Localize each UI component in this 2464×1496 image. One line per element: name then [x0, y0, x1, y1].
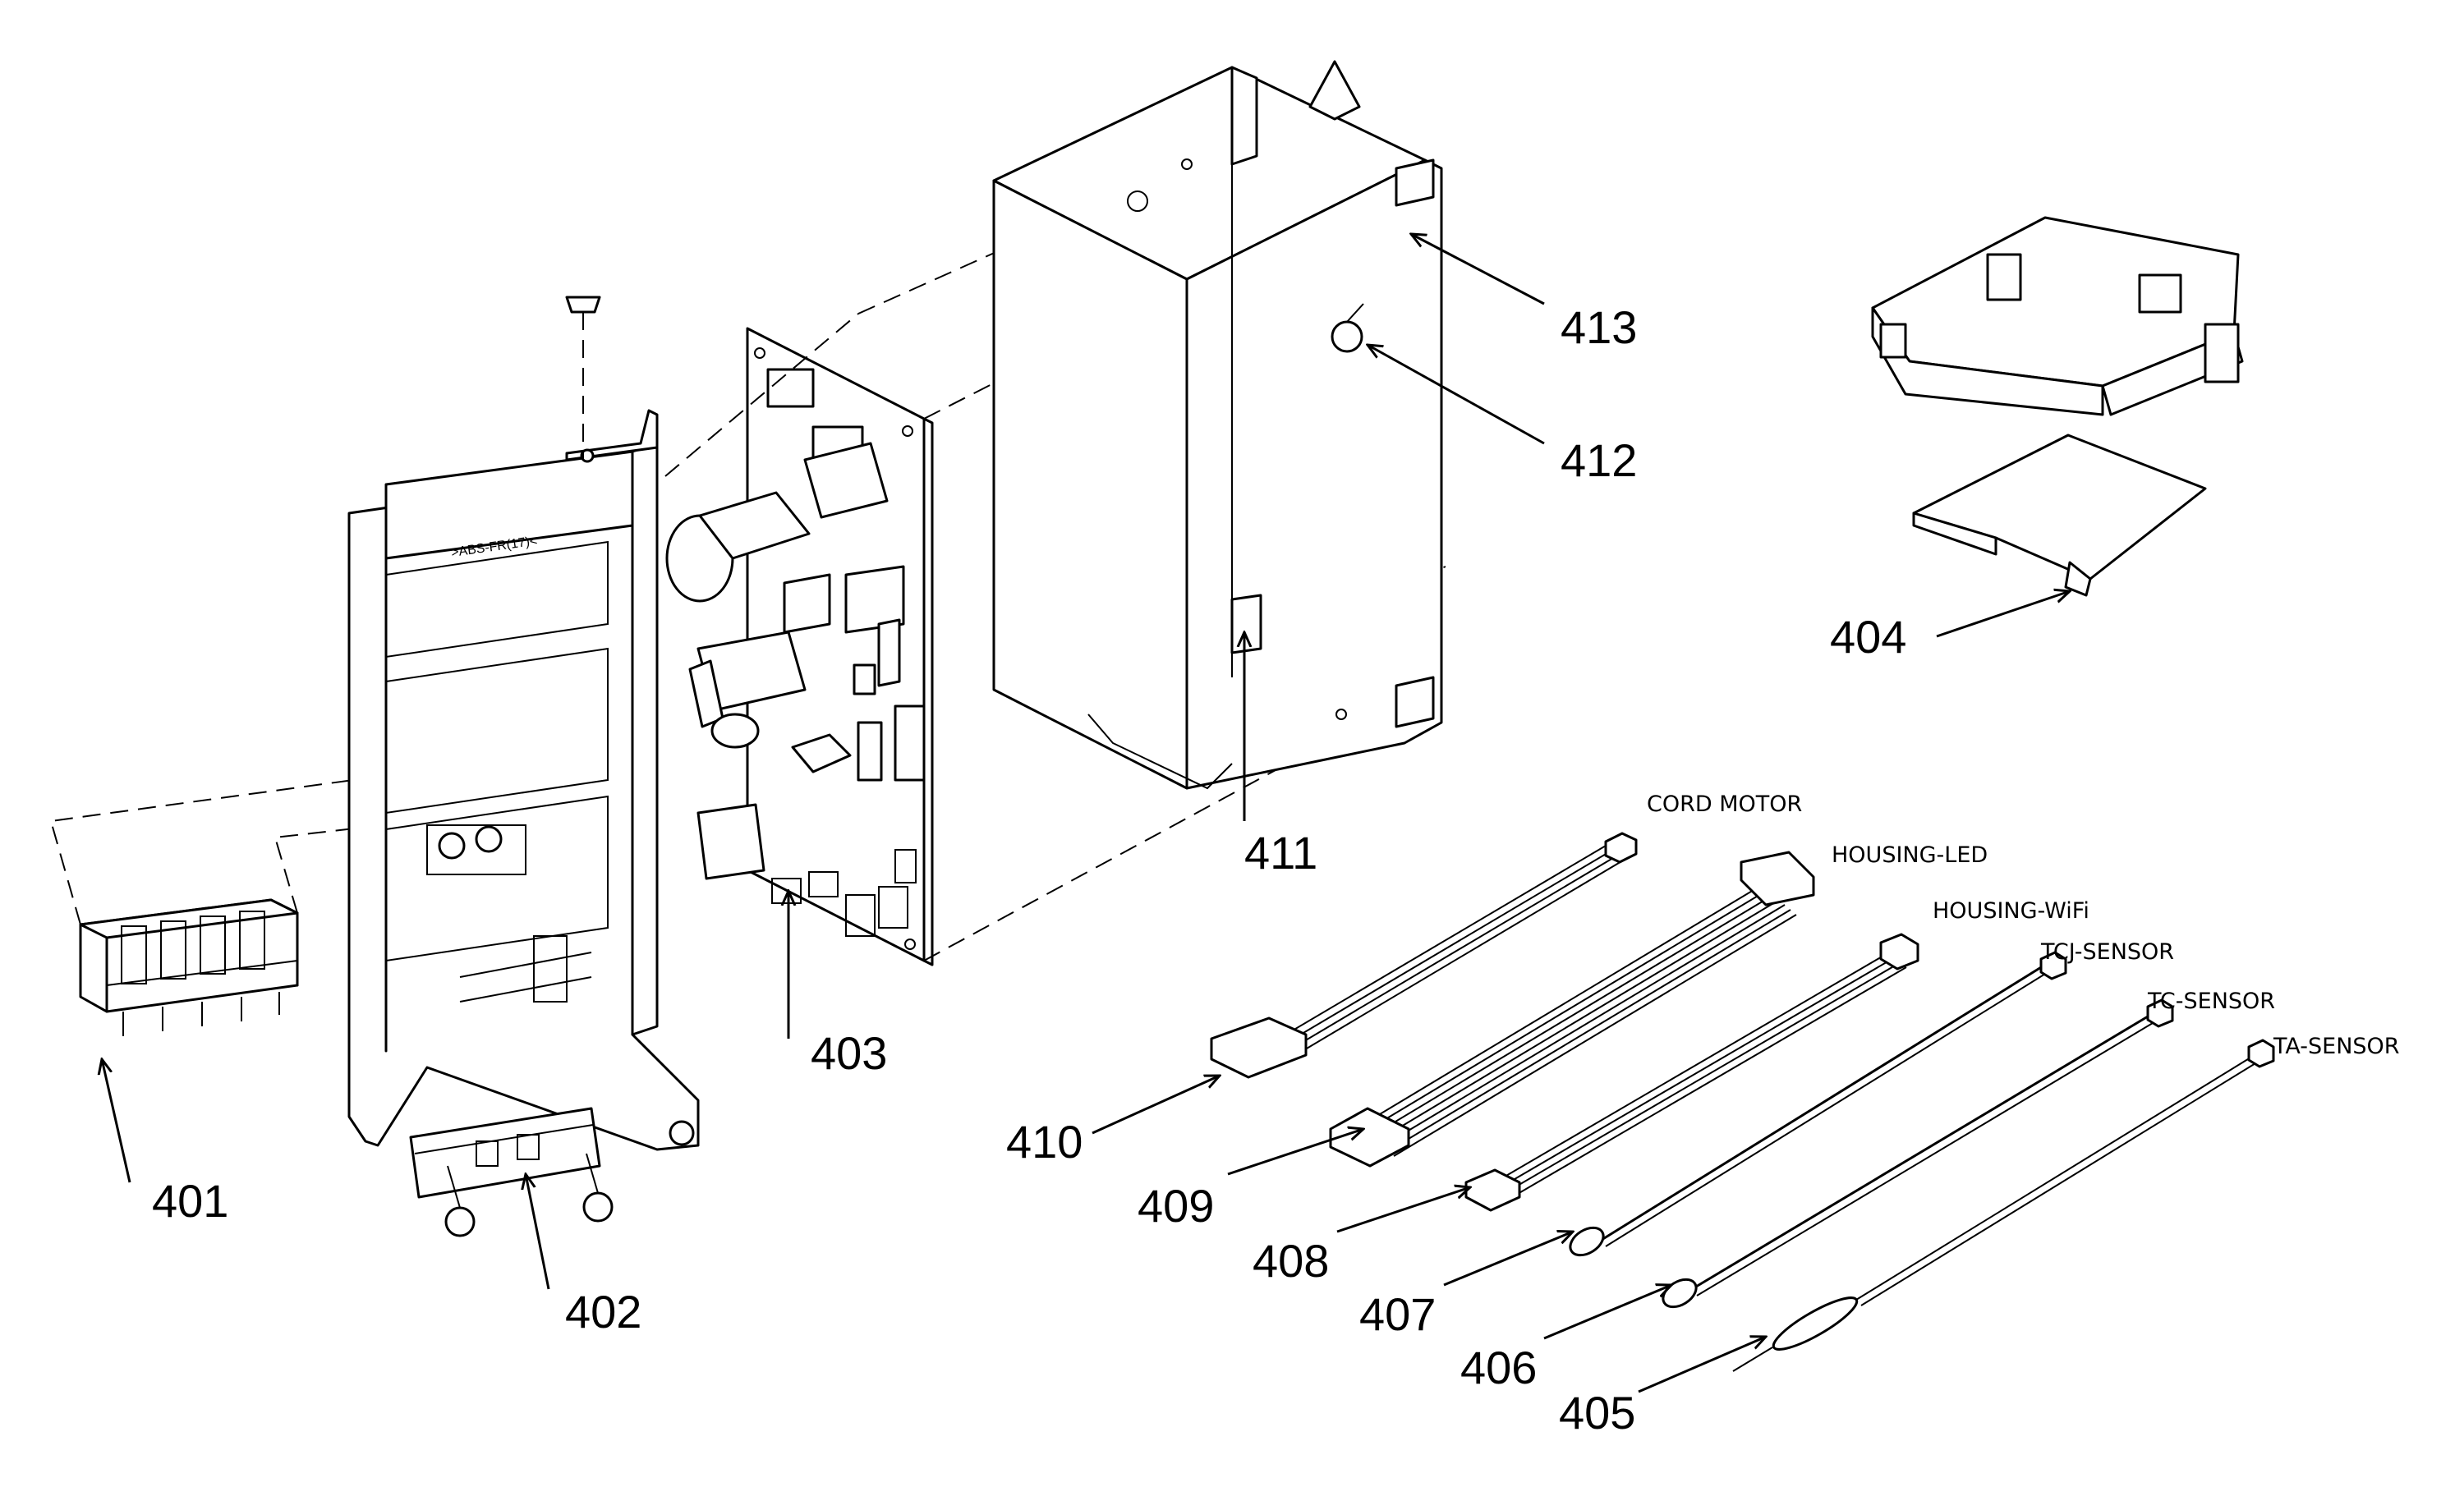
housing-wifi-harness [1464, 933, 1919, 1212]
bottom-cover [409, 1107, 614, 1237]
wire-label-cord-motor: CORD MOTOR [1647, 792, 1802, 817]
part-number-409: 409 [1138, 1180, 1214, 1232]
part-number-407: 407 [1359, 1288, 1436, 1340]
ta-sensor-wire [1732, 1039, 2275, 1372]
part-number-413: 413 [1561, 301, 1637, 353]
part-number-410: 410 [1006, 1116, 1083, 1168]
part-number-408: 408 [1253, 1235, 1329, 1287]
part-number-404: 404 [1830, 611, 1906, 663]
wire-label-housing-wifi: HOUSING-WiFi [1933, 898, 2089, 924]
tcj-sensor-wire [1569, 951, 2067, 1257]
wire-label-tcj-sensor: TCJ-SENSOR [2040, 939, 2174, 965]
wire-label-ta-sensor: TA-SENSOR [2273, 1034, 2400, 1059]
part-number-411: 411 [1244, 827, 1317, 879]
terminal-block [79, 898, 299, 1036]
housing-led-harness [1329, 851, 1815, 1168]
pc-board [665, 327, 934, 966]
wire-label-tc-sensor: TC-SENSOR [2147, 989, 2275, 1014]
part-number-403: 403 [811, 1027, 887, 1079]
wire-label-housing-led: HOUSING-LED [1832, 842, 1988, 868]
box-cover [992, 60, 1443, 790]
part-number-402: 402 [565, 1286, 641, 1338]
cord-motor-harness [1210, 832, 1638, 1079]
part-number-412: 412 [1561, 434, 1637, 486]
part-number-406: 406 [1460, 1342, 1537, 1393]
wifi-box [1871, 216, 2244, 597]
part-number-401: 401 [152, 1175, 228, 1227]
control-bracket: >ABS-FR(17)< [347, 296, 700, 1151]
terminal-mount-dashed-guides [49, 779, 362, 925]
leader-lines [102, 234, 2070, 1393]
part-number-405: 405 [1559, 1387, 1635, 1439]
